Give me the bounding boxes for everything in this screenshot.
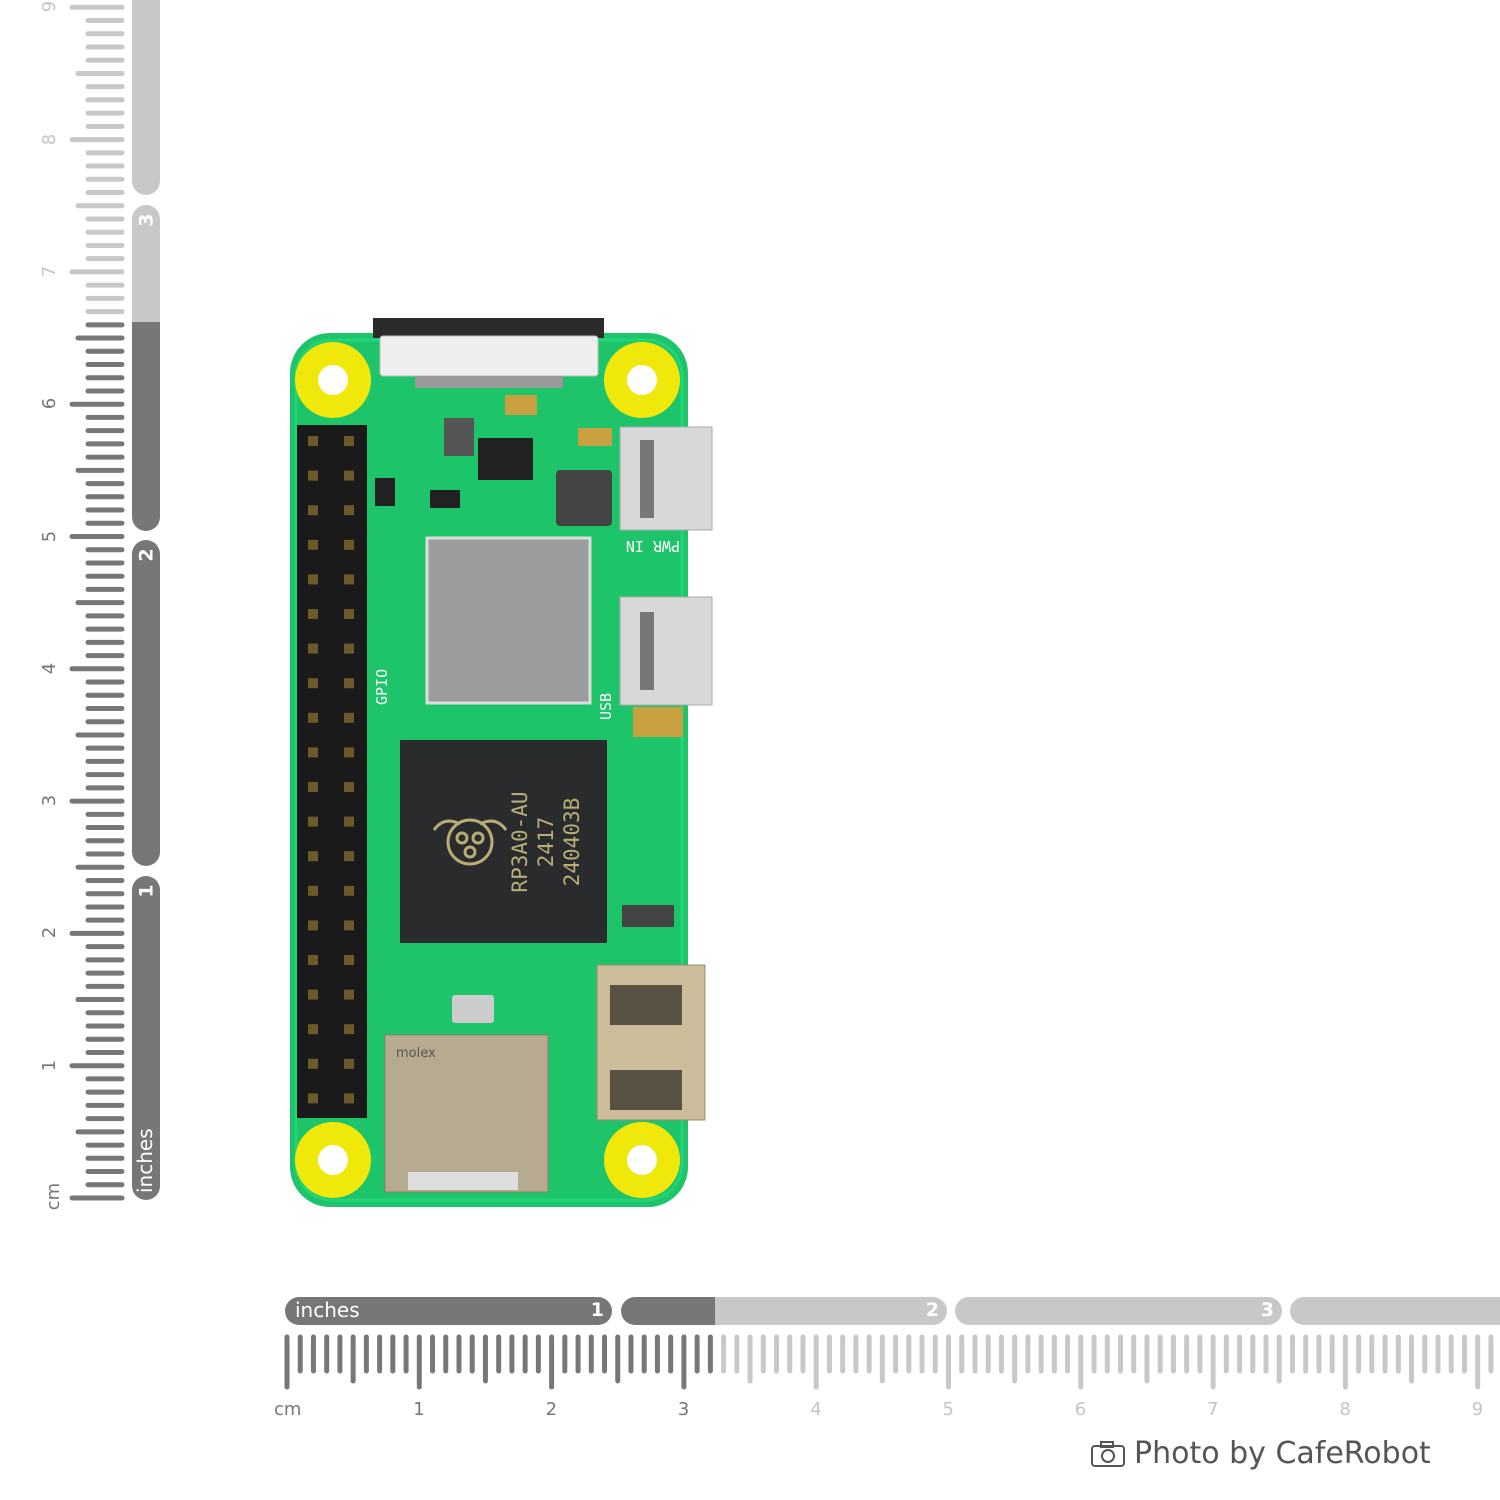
credit-text: Photo by CafeRobot (1134, 1436, 1431, 1471)
inch-segment-2: 2 (132, 540, 160, 866)
wifi-shield (425, 536, 592, 705)
raspberry-pi-zero-2w-board: RP3A0-AU 2417 240403B molex GPIO USB PWR… (290, 318, 713, 1207)
cm-label: 3 (677, 1399, 690, 1420)
gpio-pin (344, 747, 354, 758)
gpio-pin (308, 747, 318, 758)
microsd-slot: molex (384, 1034, 549, 1193)
camera-connector (373, 318, 604, 388)
inch-segment-4 (132, 0, 160, 195)
inch-segment-2: 2 (621, 1297, 947, 1325)
gpio-pin (344, 782, 354, 792)
cm-label: 2 (545, 1399, 558, 1420)
cm-label: 9 (1471, 1399, 1484, 1420)
gpio-pin (308, 678, 318, 689)
inch-segment-1: inches 1 (132, 876, 160, 1200)
gpio-pin (308, 989, 318, 1000)
cm-label: 5 (942, 1399, 954, 1420)
gpio-pin (344, 920, 354, 931)
inch-segment-3: 3 (955, 1297, 1282, 1325)
gpio-pin (344, 816, 354, 827)
gpio-pin (344, 989, 354, 1000)
gpio-pin (344, 955, 354, 965)
inch-number: 1 (590, 1299, 604, 1321)
gpio-label: GPIO (373, 669, 391, 705)
gpio-pin (344, 851, 354, 862)
inch-number: 3 (1260, 1299, 1274, 1321)
cm-label: 4 (810, 1399, 822, 1420)
gpio-pin (344, 470, 354, 481)
gpio-pin (308, 1093, 318, 1104)
gpio-pin (308, 470, 318, 481)
gpio-pin (344, 436, 354, 446)
gpio-pin (344, 643, 354, 654)
mini-hdmi-connector (596, 964, 706, 1121)
chip-label-line1: RP3A0-AU (508, 791, 532, 892)
cm-label: 8 (1339, 1399, 1351, 1420)
inch-label: inches (295, 1298, 360, 1322)
chip-label-line3: 240403B (560, 798, 584, 887)
pwr-micro-usb (619, 426, 713, 531)
gpio-pin (308, 539, 318, 550)
gpio-pin (308, 609, 318, 619)
data-micro-usb (619, 596, 713, 706)
gpio-pin (308, 643, 318, 654)
gpio-pin (308, 505, 318, 516)
sd-brand: molex (396, 1046, 436, 1061)
cm-label: 7 (1207, 1399, 1219, 1420)
gpio-pin (344, 609, 354, 619)
inch-number: 2 (925, 1299, 939, 1321)
cm-label: 1 (413, 1399, 425, 1420)
gpio-pin (344, 574, 354, 585)
gpio-pin (308, 1058, 318, 1069)
inch-segment-3: 3 (132, 205, 160, 531)
gpio-pin (344, 1093, 354, 1104)
gpio-pin (344, 1058, 354, 1069)
pwr-in-label: PWR IN (626, 537, 680, 555)
gpio-pin (308, 816, 318, 827)
gpio-pin (344, 712, 354, 723)
gpio-pin (308, 955, 318, 965)
gpio-pin (308, 782, 318, 792)
gpio-header (297, 425, 367, 1118)
usb-label: USB (597, 693, 615, 720)
gpio-pin (308, 436, 318, 446)
cm-label: 6 (1074, 1399, 1087, 1420)
gpio-pin (344, 678, 354, 689)
photo-credit: Photo by CafeRobot (1090, 1436, 1431, 1471)
soc-chip (400, 740, 607, 943)
gpio-pin (308, 920, 318, 931)
gpio-pin (344, 539, 354, 550)
inch-segment-4 (1290, 1297, 1500, 1325)
gpio-pin (308, 851, 318, 862)
gpio-pin (308, 885, 318, 896)
inch-segment-1: inches 1 (285, 1297, 612, 1325)
gpio-pin (344, 505, 354, 516)
gpio-pin (308, 1024, 318, 1035)
gpio-pin (344, 1024, 354, 1035)
camera-icon (1091, 1440, 1125, 1467)
gpio-pin (308, 712, 318, 723)
gpio-pin (344, 885, 354, 896)
gpio-pin (308, 574, 318, 585)
chip-label-line2: 2417 (534, 817, 558, 868)
raspberry-logo-icon (432, 818, 508, 866)
cm-unit-label: cm (274, 1399, 302, 1420)
